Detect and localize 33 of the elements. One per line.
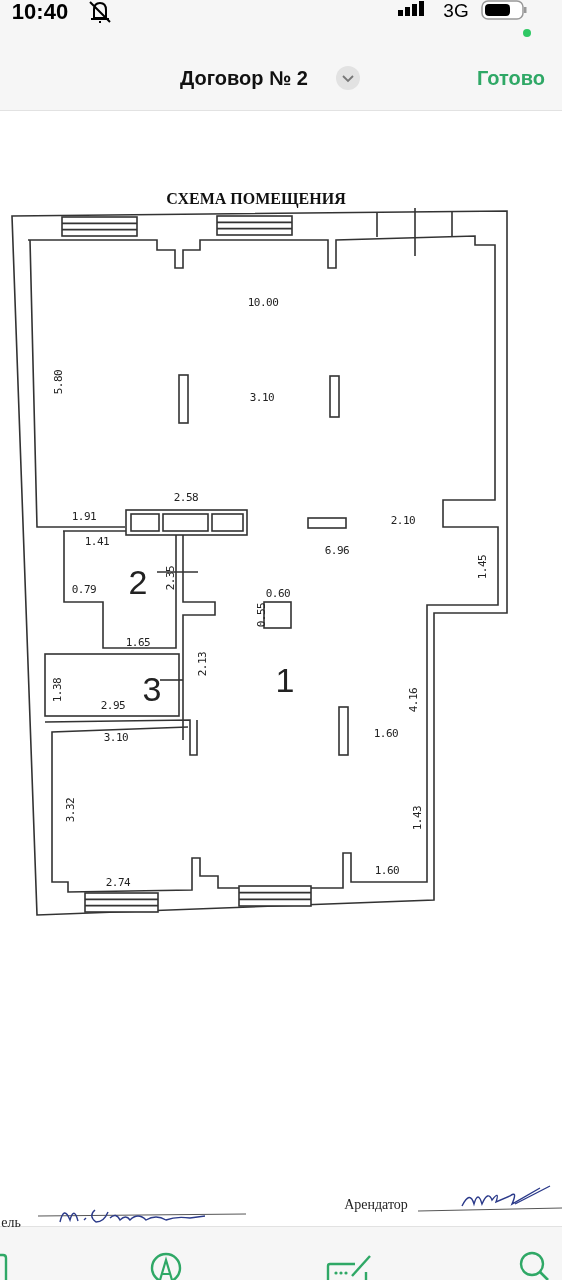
dimension-value: 1.60 <box>374 864 400 876</box>
status-time: 10:40 <box>11 1 69 23</box>
dimension-value: 10.00 <box>247 296 279 308</box>
done-link: Готово <box>476 68 546 88</box>
dimension-value: 2.58 <box>173 491 199 503</box>
dimension-value: 2.10 <box>390 514 416 526</box>
dimension-value: 1.65 <box>125 636 151 648</box>
network-type: 3G <box>443 0 469 20</box>
dimension-value: 2.95 <box>100 699 126 711</box>
document-title: Договор № 2 <box>180 68 308 88</box>
dimension-value: 6.96 <box>324 544 350 556</box>
dimension-value: 5.80 <box>52 369 64 395</box>
room-number: 3 <box>142 672 162 706</box>
dimension-value: 2.35 <box>164 565 176 591</box>
dimension-value: 1.41 <box>84 535 110 547</box>
room-number: 1 <box>275 663 295 697</box>
dimension-value: 1.43 <box>411 805 423 831</box>
room-number: 2 <box>128 565 148 599</box>
dimension-value: 1.45 <box>476 554 488 580</box>
dimension-value: 2.13 <box>196 651 208 677</box>
signature-caption: ель <box>1 1216 21 1230</box>
dimension-value: 3.10 <box>249 391 275 403</box>
dimension-value: 3.32 <box>64 797 76 823</box>
dimension-value: 1.38 <box>51 677 63 703</box>
plan-title: СХЕМА ПОМЕЩЕНИЯ <box>166 190 346 207</box>
dimension-value: 1.91 <box>71 510 97 522</box>
dimension-value: 1.60 <box>373 727 399 739</box>
signature-caption: Арендатор <box>344 1198 408 1212</box>
dimension-value: 3.10 <box>103 731 129 743</box>
dimension-value: 2.74 <box>105 876 131 888</box>
dimension-value: 0.79 <box>71 583 97 595</box>
dimension-value: 0.60 <box>265 587 291 599</box>
dimension-value: 4.16 <box>407 687 419 713</box>
